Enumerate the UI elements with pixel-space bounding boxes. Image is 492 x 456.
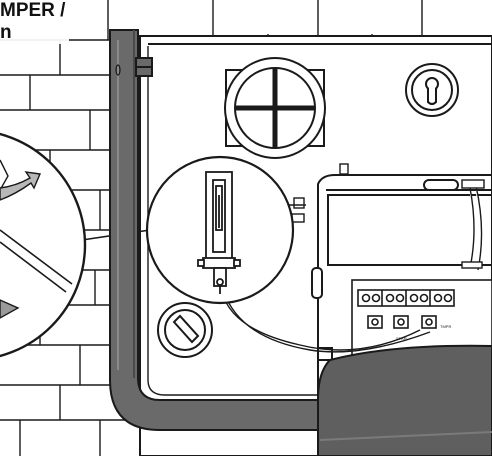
screw-head-icon (157, 302, 213, 358)
tamper-detail-circle (145, 155, 295, 305)
diagram-heading: MPER / n (0, 0, 70, 44)
terminal-label-tmpr: TMPR (440, 324, 451, 329)
heading-line-1: MPER / (0, 0, 66, 21)
heading-line-2: n (0, 22, 12, 43)
front-cover (317, 344, 492, 456)
enlarged-view-circle (0, 132, 87, 358)
round-vent-cross-icon (224, 57, 326, 159)
curved-arrow-icon (0, 171, 42, 201)
tamper-switch-icon (197, 171, 241, 294)
keyhole-mount-icon (405, 63, 459, 117)
tamper-wires (221, 291, 431, 353)
cable-bundle (461, 179, 485, 271)
inner-groove (147, 46, 330, 396)
conduit-end-cap (115, 64, 121, 76)
